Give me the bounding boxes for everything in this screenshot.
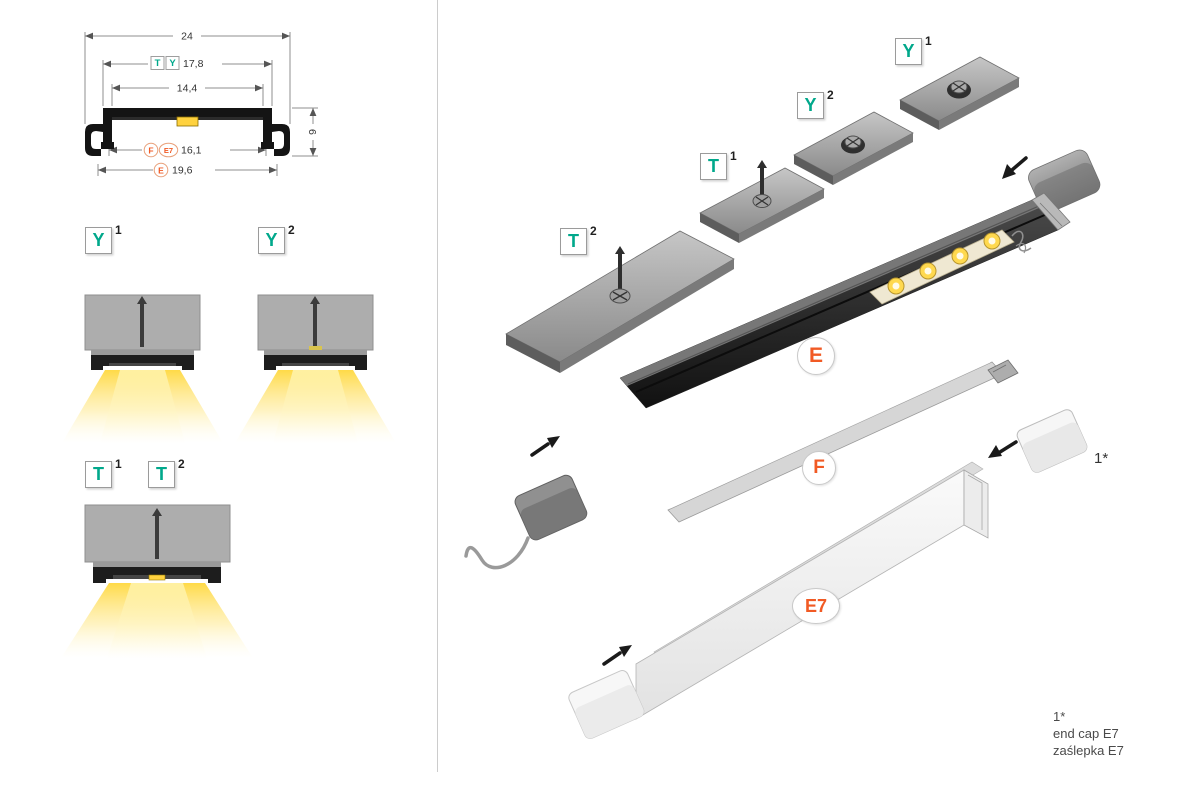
variant-sup: 2	[178, 457, 185, 471]
screw-icon	[609, 288, 631, 304]
power-cable	[464, 536, 530, 570]
dim-e7-letter: E7	[164, 146, 173, 155]
mounting-pin	[152, 508, 162, 559]
footnote-line-pl: zaślepka E7	[1053, 743, 1124, 758]
dim-label-24: 24	[173, 28, 201, 43]
footnote: 1* end cap E7 zaślepka E7	[1053, 708, 1124, 759]
dim-t-letter: T	[155, 58, 161, 69]
endcap-white-right	[1016, 409, 1088, 473]
variant-letter: Y	[895, 38, 922, 65]
dim-label-ty: T Y 17,8	[148, 55, 222, 72]
adapter-block	[309, 346, 322, 351]
screw-icon	[844, 135, 862, 149]
dim-e-value: 19,6	[172, 165, 193, 177]
variant-letter: T	[560, 228, 587, 255]
exploded-label-t2: T 2	[560, 224, 597, 255]
variant-sup: 1	[730, 149, 737, 163]
mounting-illustration-t	[61, 504, 253, 658]
led-strip-yellow	[176, 116, 199, 127]
variant-sup: 1	[115, 457, 122, 471]
part-badge-f: F	[802, 451, 836, 485]
variant-sup: 1	[925, 34, 932, 48]
variant-sup: 2	[590, 224, 597, 238]
exploded-label-y1: Y 1	[895, 34, 932, 65]
variant-label-y1: Y 1	[85, 223, 122, 254]
variant-letter: T	[85, 461, 112, 488]
bracket-t2	[505, 230, 735, 373]
panel-divider	[437, 0, 438, 772]
bracket-t1	[699, 160, 825, 243]
assembly-arrow-icon	[602, 645, 632, 666]
dim-f-e7-value: 16,1	[181, 145, 202, 157]
dim-label-14-4: 14,4	[169, 80, 205, 95]
mounting-illustration-y2	[235, 294, 396, 443]
exploded-label-t1: T 1	[700, 149, 737, 180]
mounting-pin	[310, 296, 320, 347]
dim-e-letter: E	[158, 166, 164, 176]
assembly-arrow-icon	[530, 436, 560, 457]
part-badge-e7: E7	[792, 588, 840, 624]
dim-y-letter: Y	[169, 58, 176, 69]
profile-e-extrusion	[619, 192, 1071, 409]
mounting-pin	[137, 296, 147, 347]
dim-label-e: E 19,6	[153, 161, 215, 179]
footnote-ref: 1*	[1053, 709, 1066, 724]
variant-sup: 2	[827, 88, 834, 102]
dim-height-value: 9	[307, 129, 319, 135]
profile-front-view	[91, 350, 194, 370]
endcap-reference-mark: 1*	[1094, 450, 1109, 467]
variant-label-t1: T 1	[85, 457, 122, 488]
footnote-line-en: end cap E7	[1053, 726, 1119, 741]
variant-sup: 1	[115, 223, 122, 237]
exploded-assembly	[464, 56, 1101, 739]
variant-label-t2: T 2	[148, 457, 185, 488]
bracket-y1	[899, 56, 1020, 130]
exploded-label-y2: Y 2	[797, 88, 834, 119]
profile-front-view	[264, 350, 367, 370]
assembly-arrow-icon	[1002, 156, 1028, 179]
variant-letter: Y	[258, 227, 285, 254]
dim-24-value: 24	[181, 31, 193, 43]
diffuser-f	[667, 359, 1019, 523]
bracket-y2	[793, 111, 914, 185]
diffuser-end-clip	[987, 359, 1019, 384]
assembly-arrow-icon	[988, 440, 1018, 458]
cross-section-drawing: 24 T Y 17,8 14,4 F E7 16,1 E 19,6	[84, 28, 320, 179]
cover-open-end	[963, 469, 989, 539]
led-strip	[869, 229, 1032, 305]
endcap-white-bottom	[568, 670, 645, 739]
mounting-pin	[615, 246, 625, 290]
variant-letter: T	[148, 461, 175, 488]
mounting-illustration-y1	[62, 294, 223, 443]
variant-label-y2: Y 2	[258, 223, 295, 254]
dim-f-letter: F	[148, 146, 153, 156]
led-strip-yellow	[148, 574, 166, 581]
dim-inner-value: 14,4	[177, 83, 198, 95]
profile-cross-section	[85, 108, 290, 156]
endcap-gray-cable	[514, 474, 588, 541]
profile-front-view	[93, 562, 221, 583]
mounting-pin	[757, 160, 767, 196]
variant-letter: Y	[797, 92, 824, 119]
dim-ty-value: 17,8	[183, 58, 204, 70]
variant-letter: T	[700, 153, 727, 180]
screw-icon	[950, 80, 968, 94]
variant-sup: 2	[288, 223, 295, 237]
dim-label-f-e7: F E7 16,1	[142, 141, 230, 159]
profile-open-end	[1031, 192, 1071, 231]
dim-label-9: 9	[306, 124, 320, 140]
screw-icon	[752, 194, 772, 208]
variant-letter: Y	[85, 227, 112, 254]
part-badge-e: E	[797, 337, 835, 375]
